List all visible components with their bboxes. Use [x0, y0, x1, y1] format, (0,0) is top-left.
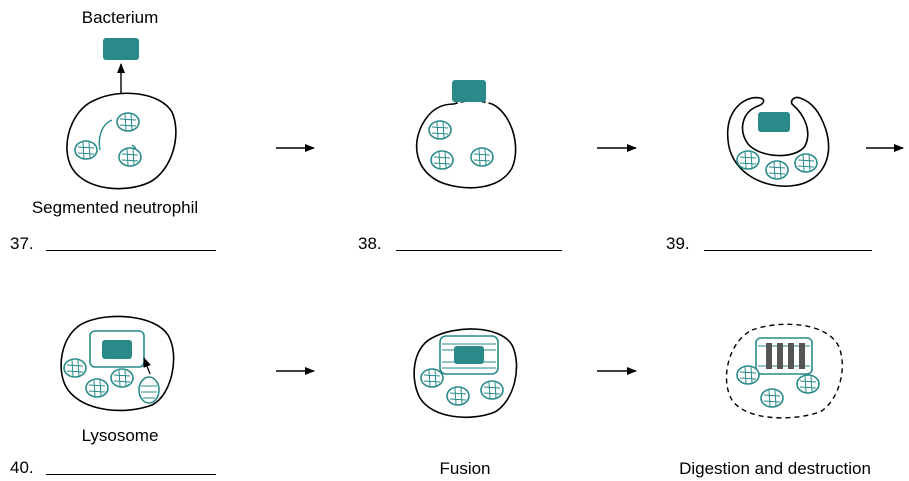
- question-39-number: 39.: [666, 234, 690, 253]
- digested-bacterium: [766, 343, 805, 369]
- stage-6-digestion: [725, 323, 844, 419]
- question-38-number: 38.: [358, 234, 382, 253]
- fusion-label: Fusion: [439, 459, 491, 478]
- stage-5-fusion: [413, 328, 518, 418]
- lysosome-organelle: [138, 376, 160, 404]
- attach-cell: [415, 103, 517, 189]
- disintegrating-cell: [725, 323, 844, 419]
- bacterium-shape: [758, 112, 790, 132]
- answer-blank-38[interactable]: [396, 250, 562, 251]
- answer-blank-37[interactable]: [46, 250, 216, 251]
- flow-arrows: [276, 144, 904, 375]
- stage-3-ingestion: [727, 96, 830, 187]
- bacterium-shape: [454, 346, 484, 364]
- question-40-number: 40.: [10, 458, 34, 477]
- bacterium-shape: [103, 38, 139, 60]
- answer-blank-40[interactable]: [46, 474, 216, 475]
- stage-1-neutrophil: [66, 38, 177, 190]
- bacterium-shape: [452, 80, 486, 102]
- segmented-neutrophil-label: Segmented neutrophil: [31, 198, 199, 217]
- digestion-label: Digestion and destruction: [679, 459, 871, 478]
- bacterium-label: Bacterium: [81, 8, 159, 27]
- answer-blank-39[interactable]: [704, 250, 872, 251]
- question-37-number: 37.: [10, 234, 34, 253]
- bacterium-shape: [102, 340, 132, 359]
- stage-4-lysosome: [60, 315, 175, 412]
- lysosome-label: Lysosome: [81, 426, 159, 445]
- neutrophil-cell: [66, 92, 177, 190]
- stage-2-attachment: [415, 80, 517, 189]
